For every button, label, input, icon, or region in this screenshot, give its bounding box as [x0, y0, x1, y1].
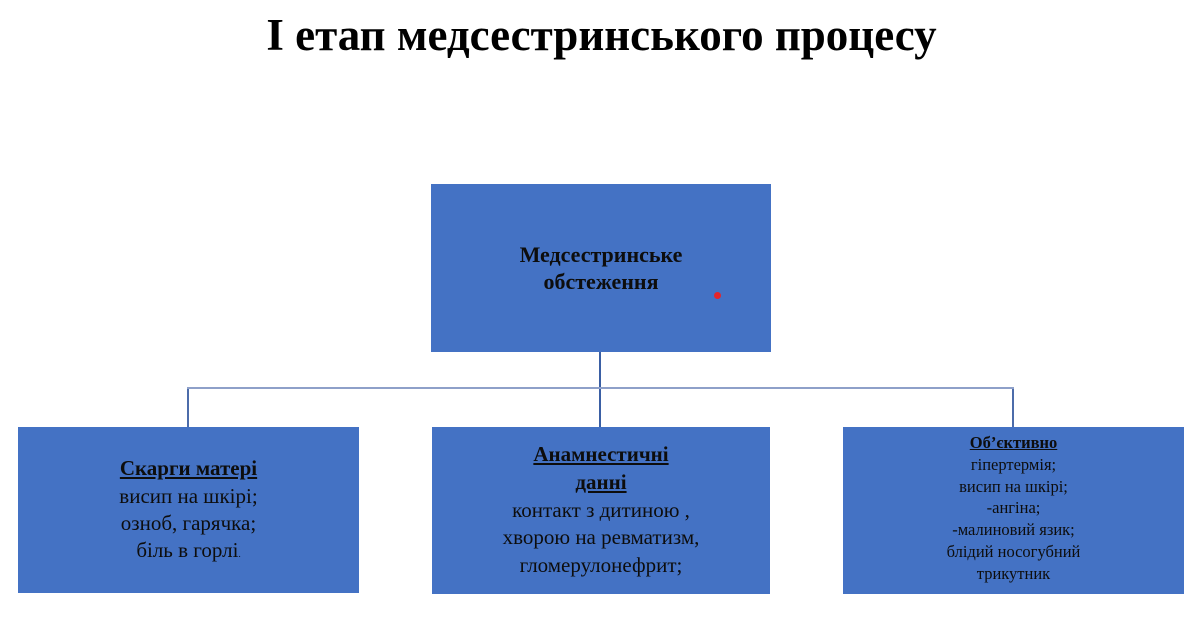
node-label-line: Медсестринське: [519, 241, 683, 267]
node-body-line: хворою на ревматизм,: [502, 525, 700, 550]
connector-horizontal: [187, 387, 1014, 389]
node-heading: Скарги матері: [119, 456, 258, 481]
node-heading: Об’єктивно: [969, 433, 1058, 452]
node-objective-findings: Об’єктивно гіпертермія; висип на шкірі; …: [843, 427, 1184, 594]
connector-right-drop: [1012, 389, 1014, 427]
node-body-line: озноб, гарячка;: [120, 511, 257, 535]
node-body-line: трикутник: [976, 563, 1051, 583]
connector-left-drop: [187, 389, 189, 427]
node-body-line: -ангіна;: [986, 498, 1041, 518]
node-body-line: блідий носогубний: [946, 541, 1081, 561]
node-anamnestic-data: Анамнестичні данні контакт з дитиною , х…: [432, 427, 770, 594]
node-label-line: обстеження: [543, 269, 659, 294]
node-body-line: висип на шкірі;: [959, 476, 1068, 496]
node-body-line: -малиновий язик;: [952, 520, 1075, 540]
red-dot-marker: [714, 292, 721, 299]
node-body-line: контакт з дитиною ,: [512, 497, 690, 522]
connector-root-vertical: [599, 352, 601, 388]
node-body-line: гіпертермія;: [970, 454, 1057, 474]
node-heading: Анамнестичні: [533, 441, 669, 466]
connector-middle-drop: [599, 389, 601, 427]
tiny-period: .: [238, 549, 241, 560]
node-nursing-examination: Медсестринське обстеження: [431, 184, 771, 352]
node-body-line: біль в горлі.: [136, 537, 240, 564]
slide-title: І етап медсестринського процесу: [266, 10, 937, 60]
node-body-line-text: біль в горлі: [136, 538, 239, 563]
node-mothers-complaints: Скарги матері висип на шкірі; озноб, гар…: [18, 427, 359, 593]
node-body-line: гломерулонефрит;: [519, 553, 683, 578]
node-body-line: висип на шкірі;: [119, 483, 258, 508]
node-heading: данні: [575, 469, 627, 494]
